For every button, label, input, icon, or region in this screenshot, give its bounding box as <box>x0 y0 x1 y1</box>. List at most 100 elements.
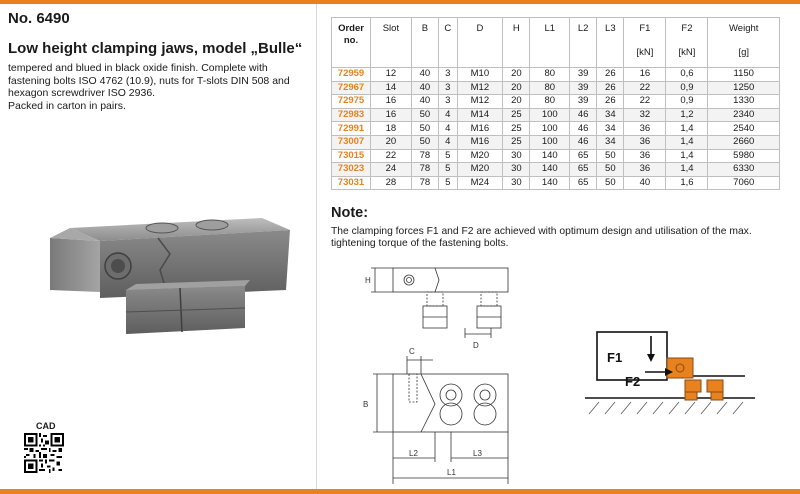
table-cell: 39 <box>569 67 598 82</box>
table-cell: 4 <box>438 121 458 136</box>
product-title: Low height clamping jaws, model „Bulle“ <box>8 40 303 57</box>
table-cell: 34 <box>596 107 625 123</box>
table-cell: 25 <box>502 134 531 150</box>
f2-label: F2 <box>681 23 693 34</box>
table-cell: 25 <box>502 107 531 123</box>
table-cell: 39 <box>569 94 598 109</box>
table-cell: 20 <box>502 67 531 82</box>
spec-table: Order no. Slot B C D H L1 L2 L3 F1[kN] F… <box>331 17 780 191</box>
table-cell: 80 <box>529 67 571 82</box>
col-order: Order no. <box>331 17 371 68</box>
table-cell: 40 <box>410 94 440 109</box>
order-number-cell[interactable]: 72967 <box>331 80 371 96</box>
weight-label: Weight <box>729 23 759 34</box>
table-cell: 1,6 <box>665 175 709 191</box>
table-cell: 14 <box>370 80 412 96</box>
table-cell: 1,4 <box>665 134 709 150</box>
order-number-cell[interactable]: 72975 <box>331 94 371 109</box>
order-number-cell[interactable]: 72983 <box>331 107 371 123</box>
table-cell: M20 <box>456 148 504 164</box>
description-line: Packed in carton in pairs. <box>8 99 126 112</box>
table-cell: 6330 <box>707 162 780 177</box>
table-cell: 1150 <box>707 67 780 82</box>
dim-label-h: H <box>365 276 371 285</box>
table-cell: 2340 <box>707 107 780 123</box>
table-cell: 40 <box>623 175 667 191</box>
table-cell: 22 <box>370 148 412 164</box>
f1-label: F1 <box>639 23 651 34</box>
table-cell: 1250 <box>707 80 780 96</box>
table-cell: 26 <box>596 80 625 96</box>
order-number-cell[interactable]: 73023 <box>331 162 371 177</box>
note-line: The clamping forces F1 and F2 are achiev… <box>331 226 752 237</box>
order-number-cell[interactable]: 72991 <box>331 121 371 136</box>
table-cell: 34 <box>596 134 625 150</box>
table-cell: M16 <box>456 121 504 136</box>
table-cell: M10 <box>456 67 504 82</box>
col-c: C <box>438 17 458 68</box>
table-cell: 65 <box>569 162 598 177</box>
table-cell: 140 <box>529 148 571 164</box>
table-cell: 36 <box>623 162 667 177</box>
cad-label: CAD <box>36 421 56 431</box>
dim-label-l2: L2 <box>409 449 418 458</box>
table-cell: 36 <box>623 148 667 164</box>
table-cell: 32 <box>623 107 667 123</box>
table-cell: 22 <box>623 80 667 96</box>
table-cell: 20 <box>370 134 412 150</box>
table-cell: 3 <box>438 67 458 82</box>
table-cell: 65 <box>569 148 598 164</box>
col-b: B <box>410 17 440 68</box>
table-cell: M16 <box>456 134 504 150</box>
col-f1: F1 [kN] <box>623 17 667 68</box>
description-line: tempered and blued in black oxide finish… <box>8 62 268 74</box>
col-slot: Slot <box>370 17 412 68</box>
order-number-cell[interactable]: 73031 <box>331 175 371 191</box>
table-cell: 2540 <box>707 121 780 136</box>
table-cell: 46 <box>569 107 598 123</box>
table-cell: 18 <box>370 121 412 136</box>
table-cell: 65 <box>569 175 598 191</box>
table-cell: 36 <box>623 134 667 150</box>
table-cell: 140 <box>529 175 571 191</box>
table-cell: 50 <box>410 134 440 150</box>
table-cell: 1,4 <box>665 148 709 164</box>
table-cell: 3 <box>438 80 458 96</box>
table-cell: 50 <box>410 107 440 123</box>
table-cell: 50 <box>596 148 625 164</box>
technical-drawing: H D C B L2 L3 L1 <box>363 267 509 484</box>
table-cell: 7060 <box>707 175 780 191</box>
table-cell: 39 <box>569 80 598 96</box>
order-number-cell[interactable]: 72959 <box>331 67 371 82</box>
product-description: tempered and blued in black oxide finish… <box>8 62 308 112</box>
dim-label-d: D <box>473 341 479 350</box>
f1-unit: [kN] <box>636 47 654 58</box>
table-cell: 50 <box>410 121 440 136</box>
table-cell: 46 <box>569 134 598 150</box>
table-cell: 78 <box>410 175 440 191</box>
weight-unit: [g] <box>738 47 749 58</box>
table-cell: 24 <box>370 162 412 177</box>
force-label-f1: F1 <box>607 350 622 365</box>
table-cell: 50 <box>596 175 625 191</box>
note-heading: Note: <box>331 205 369 221</box>
table-cell: M12 <box>456 94 504 109</box>
table-cell: M14 <box>456 107 504 123</box>
table-cell: 80 <box>529 80 571 96</box>
table-cell: 5 <box>438 148 458 164</box>
order-number-cell[interactable]: 73007 <box>331 134 371 150</box>
table-cell: 16 <box>623 67 667 82</box>
table-cell: 40 <box>410 67 440 82</box>
order-number-cell[interactable]: 73015 <box>331 148 371 164</box>
table-cell: 28 <box>370 175 412 191</box>
table-cell: 16 <box>370 94 412 109</box>
cad-qr-code[interactable] <box>24 433 64 473</box>
col-l1: L1 <box>529 17 571 68</box>
table-cell: 80 <box>529 94 571 109</box>
table-cell: 3 <box>438 94 458 109</box>
